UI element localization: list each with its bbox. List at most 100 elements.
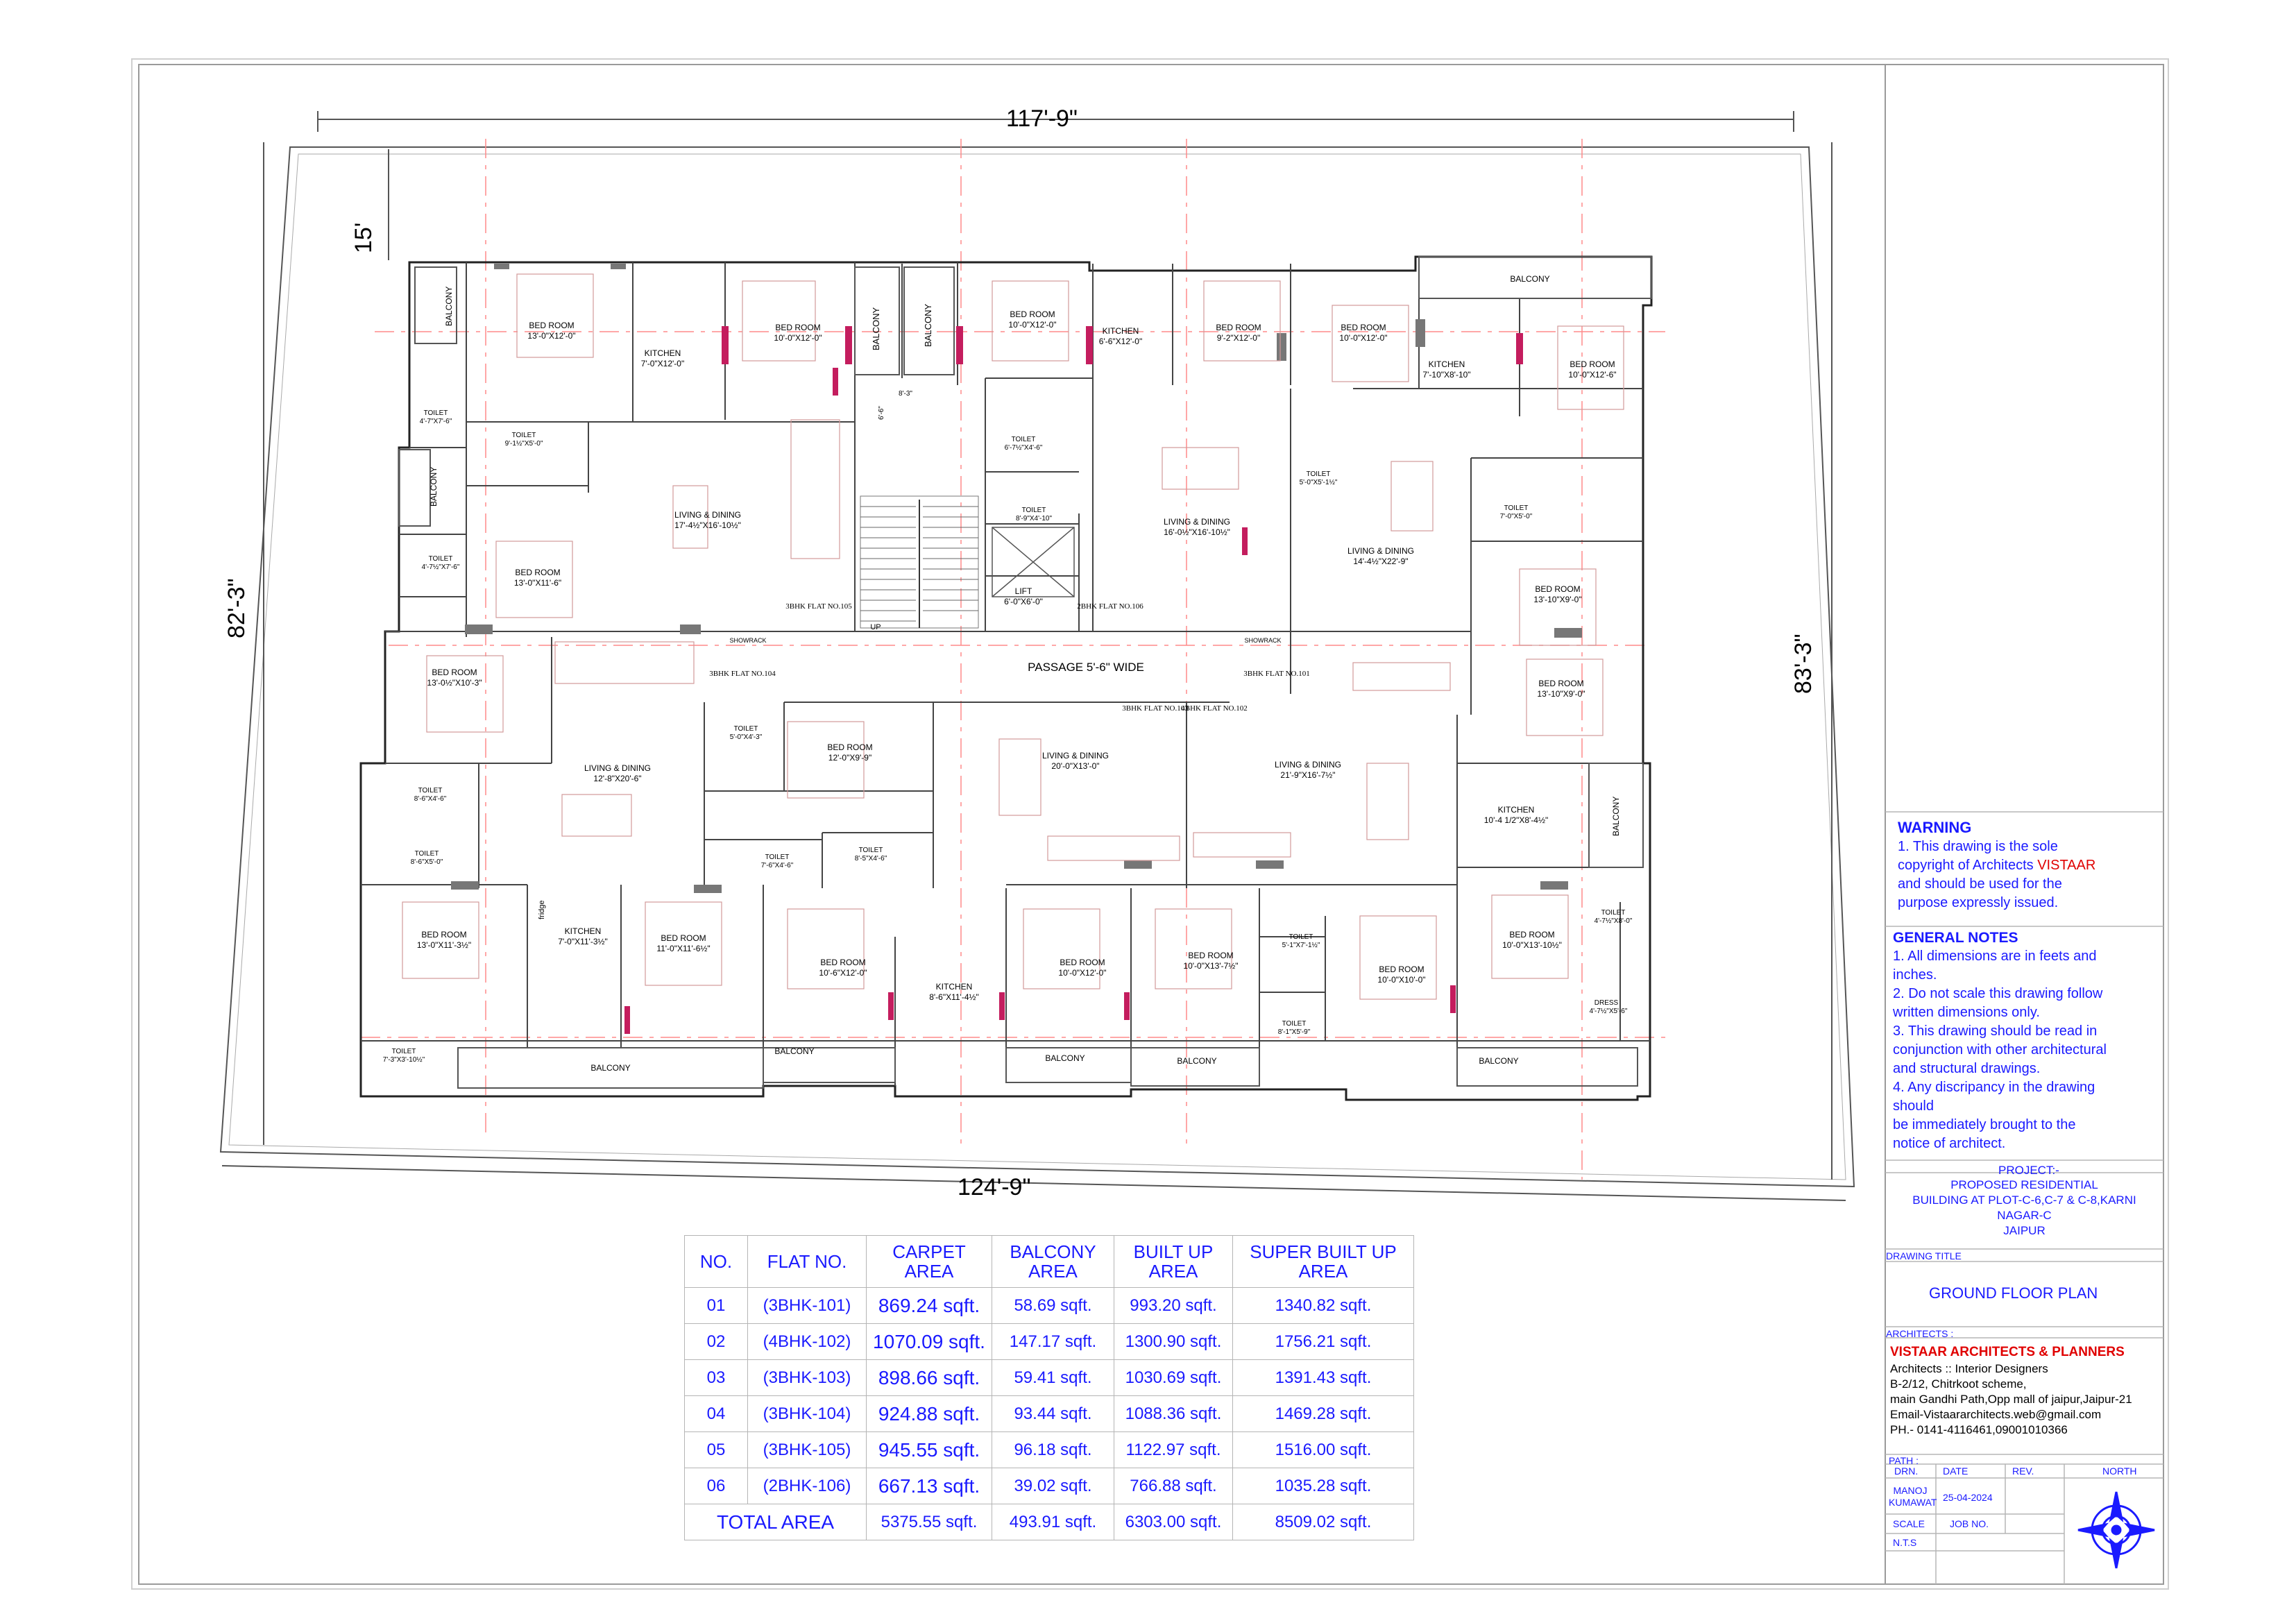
- cell-balcony: 58.69 sqft.: [992, 1287, 1114, 1324]
- note-line: and structural drawings.: [1893, 1061, 2041, 1076]
- note-line: should: [1893, 1098, 1934, 1114]
- room-size: 10'-0"X12'-0": [1339, 333, 1388, 343]
- toilet-size: 7'-6"X4'-6": [760, 862, 794, 869]
- room-size: 13'-0½"X10'-3": [427, 678, 482, 688]
- flat-tag: 2BHK FLAT NO.106: [1077, 602, 1143, 611]
- dim-left: 82'-3": [223, 578, 250, 638]
- plot-boundary: [219, 146, 1855, 1188]
- room-size: 10'-4 1/2"X8'-4½": [1483, 815, 1549, 825]
- toilet-name: TOILET: [765, 853, 790, 861]
- cell-flat: (3BHK-104): [747, 1395, 867, 1432]
- balcony-label: BALCONY: [1177, 1056, 1217, 1066]
- balcony-label: BALCONY: [1510, 274, 1550, 284]
- room-name: BED ROOM: [1188, 951, 1234, 960]
- col-no: NO.: [684, 1235, 748, 1288]
- balcony-label: BALCONY: [871, 307, 881, 350]
- total-label: TOTAL AREA: [684, 1504, 867, 1540]
- room-name: BED ROOM: [820, 958, 866, 967]
- toilet-size: 5'-0"X4'-3": [729, 733, 763, 741]
- gap-label: 8'-3": [899, 390, 912, 398]
- room-name: BED ROOM: [421, 930, 467, 940]
- room-name: KITCHEN: [644, 348, 681, 358]
- balcony-label: BALCONY: [923, 303, 933, 347]
- room-size: 6'-0"X6'-0": [1004, 597, 1043, 606]
- room-name: LIVING & DINING: [1041, 751, 1109, 760]
- firm-line: Architects :: Interior Designers: [1890, 1362, 2048, 1375]
- room-name: LIVING & DINING: [1274, 760, 1342, 770]
- room-name: LIVING & DINING: [584, 763, 652, 773]
- balcony-label: BALCONY: [444, 286, 454, 326]
- room-size: 13'-0"X12'-0": [527, 331, 576, 341]
- cell-superbuiltup: 1340.82 sqft.: [1232, 1287, 1414, 1324]
- cell-no: 04: [684, 1395, 748, 1432]
- toilet-name: TOILET: [1011, 436, 1036, 443]
- toilet-size: 8'-9"X4'-10": [1015, 515, 1053, 522]
- room-size: 16'-0½"X16'-10½": [1164, 527, 1230, 537]
- cell-carpet: 945.55 sqft.: [866, 1431, 992, 1468]
- room-size: 7'-0"X12'-0": [640, 359, 685, 368]
- room-size: 10'-0"X10'-0": [1377, 975, 1426, 985]
- cell-carpet: 898.66 sqft.: [866, 1359, 992, 1396]
- col-builtup: BUILT UP AREA: [1114, 1235, 1233, 1288]
- room-name: BED ROOM: [1379, 965, 1425, 974]
- drawing-title-label: DRAWING TITLE: [1886, 1250, 1962, 1261]
- room-name: LIFT: [1014, 586, 1032, 596]
- room-name: BED ROOM: [1216, 323, 1261, 332]
- cell-flat: (3BHK-103): [747, 1359, 867, 1396]
- warning-title: WARNING: [1898, 819, 1972, 836]
- cell-balcony: 96.18 sqft.: [992, 1431, 1114, 1468]
- toilet-name: TOILET: [423, 409, 448, 417]
- project-line: BUILDING AT PLOT-C-6,C-7 & C-8,KARNI: [1912, 1193, 2136, 1207]
- cell-builtup: 766.88 sqft.: [1114, 1468, 1233, 1504]
- toilet-name: TOILET: [1504, 504, 1529, 512]
- scale-label: SCALE: [1893, 1518, 1925, 1529]
- cell-no: 01: [684, 1287, 748, 1324]
- cell-balcony: 39.02 sqft.: [992, 1468, 1114, 1504]
- room-name: BED ROOM: [1060, 958, 1105, 967]
- room-size: 20'-0"X13'-0": [1051, 761, 1100, 771]
- col-balcony: BALCONY AREA: [992, 1235, 1114, 1288]
- grid-lines: [361, 139, 1665, 1180]
- area-table: NO. FLAT NO. CARPET AREA BALCONY AREA BU…: [684, 1235, 1414, 1540]
- note-line: 4. Any discripancy in the drawing: [1893, 1080, 2095, 1095]
- toilet-name: TOILET: [418, 787, 443, 794]
- cell-builtup: 993.20 sqft.: [1114, 1287, 1233, 1324]
- date-label: DATE: [1943, 1465, 1968, 1477]
- room-name: BED ROOM: [515, 568, 561, 577]
- project-line: NAGAR-C: [1997, 1209, 2052, 1222]
- project-label: PROJECT:-: [1998, 1164, 2059, 1177]
- toilet-size: 8'-5"X4'-6": [854, 855, 887, 863]
- balcony-label: BALCONY: [1045, 1053, 1085, 1063]
- cell-builtup: 1300.90 sqft.: [1114, 1323, 1233, 1360]
- flat-tag: 3BHK FLAT NO.104: [709, 670, 776, 678]
- gap-label: 6'-6": [878, 406, 885, 420]
- room-name: KITCHEN: [1428, 359, 1465, 369]
- passage-label: PASSAGE 5'-6" WIDE: [1028, 661, 1144, 674]
- note-line: 2. Do not scale this drawing follow: [1893, 986, 2103, 1001]
- cell-balcony: 59.41 sqft.: [992, 1359, 1114, 1396]
- flat-tag: 3BHK FLAT NO.105: [785, 602, 852, 611]
- table-row: 04(3BHK-104)924.88 sqft.93.44 sqft.1088.…: [684, 1395, 1414, 1432]
- dim-line-bottom: [221, 1165, 1846, 1201]
- toilet-name: TOILET: [858, 847, 883, 854]
- dim-top: 117'-9": [1006, 105, 1078, 132]
- toilet-name: TOILET: [1601, 909, 1626, 917]
- cell-balcony: 147.17 sqft.: [992, 1323, 1114, 1360]
- cell-no: 05: [684, 1431, 748, 1468]
- flat-tag: 3BHK FLAT NO.103: [1122, 704, 1189, 713]
- cell-builtup: 1030.69 sqft.: [1114, 1359, 1233, 1396]
- interior-walls: [361, 262, 1650, 1086]
- total-balcony: 493.91 sqft.: [992, 1504, 1114, 1540]
- room-size: 10'-0"X12'-0": [774, 333, 822, 343]
- dim-bottom: 124'-9": [958, 1174, 1031, 1200]
- cell-superbuiltup: 1469.28 sqft.: [1232, 1395, 1414, 1432]
- toilet-name: TOILET: [1282, 1020, 1307, 1028]
- cell-flat: (3BHK-101): [747, 1287, 867, 1324]
- total-builtup: 6303.00 sqft.: [1114, 1504, 1233, 1540]
- note-line: be immediately brought to the: [1893, 1117, 2076, 1132]
- table-row: 05(3BHK-105)945.55 sqft.96.18 sqft.1122.…: [684, 1431, 1414, 1468]
- dim-setback: 15': [350, 222, 377, 253]
- scale-value: N.T.S: [1893, 1537, 1917, 1548]
